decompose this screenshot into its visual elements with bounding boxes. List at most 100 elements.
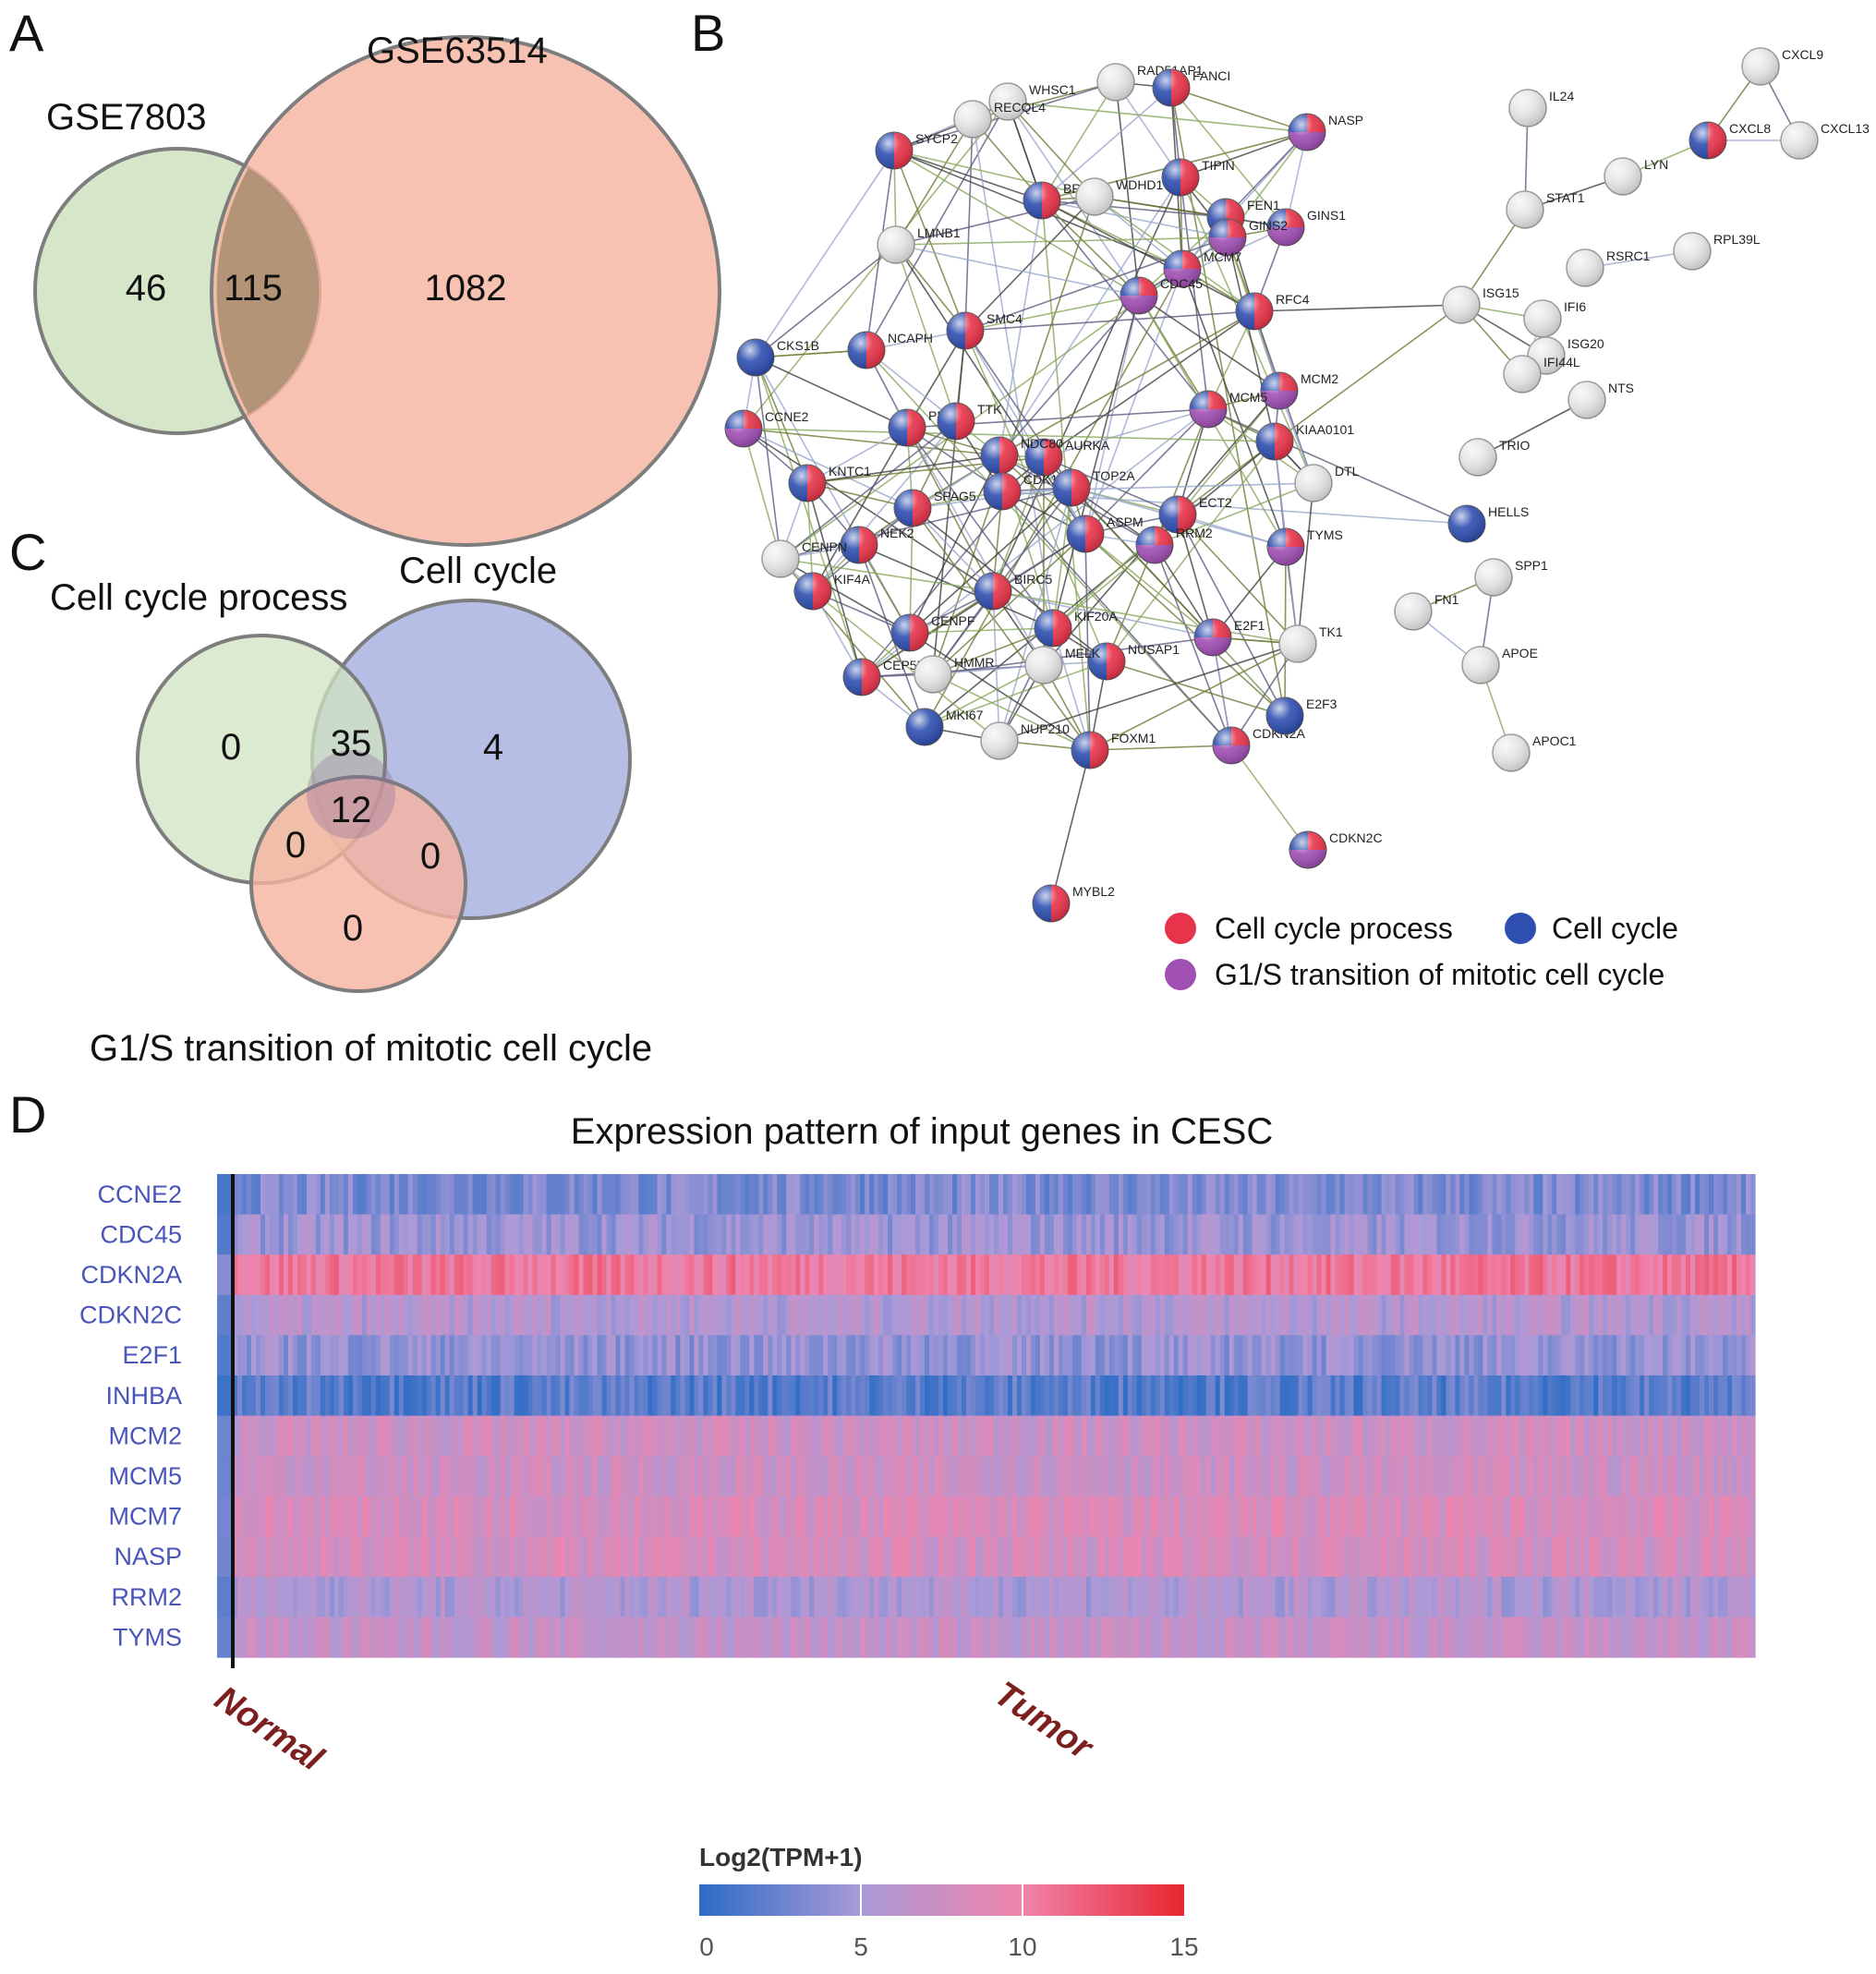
heatmap-cell bbox=[430, 1617, 437, 1658]
heatmap-cell bbox=[652, 1536, 659, 1578]
heatmap-cell bbox=[1570, 1335, 1576, 1376]
heatmap-cell bbox=[735, 1617, 741, 1658]
heatmap-cell bbox=[384, 1536, 391, 1578]
heatmap-cell bbox=[1182, 1536, 1189, 1578]
heatmap-cell bbox=[370, 1456, 377, 1497]
heatmap-cell bbox=[754, 1335, 759, 1376]
heatmap-cell bbox=[795, 1415, 801, 1457]
heatmap-cell bbox=[708, 1174, 713, 1216]
heatmap-cell bbox=[1196, 1577, 1203, 1618]
heatmap-cell bbox=[1233, 1536, 1240, 1578]
heatmap-cell bbox=[994, 1254, 999, 1296]
heatmap-cell bbox=[1367, 1214, 1374, 1255]
heatmap-cell bbox=[869, 1294, 875, 1336]
heatmap-cell bbox=[994, 1456, 999, 1497]
heatmap-cell bbox=[260, 1415, 266, 1457]
heatmap-cell bbox=[1136, 1174, 1143, 1216]
heatmap-cell bbox=[948, 1617, 953, 1658]
heatmap-cell bbox=[638, 1375, 645, 1417]
heatmap-cell bbox=[952, 1214, 958, 1255]
heatmap-cell bbox=[925, 1415, 930, 1457]
heatmap-cell bbox=[1058, 1456, 1064, 1497]
heatmap-cell bbox=[537, 1375, 543, 1417]
heatmap-cell bbox=[1616, 1214, 1622, 1255]
heatmap-cell bbox=[708, 1294, 713, 1336]
heatmap-cell bbox=[398, 1335, 405, 1376]
heatmap-cell bbox=[1238, 1577, 1244, 1618]
heatmap-cell bbox=[1566, 1617, 1571, 1658]
heatmap-cell bbox=[925, 1335, 930, 1376]
heatmap-cell bbox=[1164, 1496, 1170, 1537]
gene-label-mcm5: MCM5 bbox=[109, 1462, 183, 1490]
heatmap-cell bbox=[537, 1254, 543, 1296]
heatmap-cell bbox=[1150, 1415, 1156, 1457]
heatmap-cell bbox=[675, 1456, 682, 1497]
heatmap-cell bbox=[837, 1294, 842, 1336]
heatmap-cell bbox=[1515, 1335, 1520, 1376]
heatmap-cell bbox=[1173, 1577, 1180, 1618]
heatmap-cell bbox=[1108, 1214, 1115, 1255]
network-edge bbox=[1138, 226, 1287, 297]
heatmap-cell bbox=[1589, 1577, 1594, 1618]
node-label: E2F1 bbox=[1234, 618, 1265, 633]
heatmap-cell bbox=[1302, 1214, 1309, 1255]
heatmap-cell bbox=[398, 1174, 405, 1216]
heatmap-cell bbox=[1635, 1375, 1640, 1417]
heatmap-cell bbox=[1395, 1174, 1401, 1216]
heatmap-cell bbox=[818, 1254, 824, 1296]
heatmap-cell bbox=[837, 1617, 842, 1658]
node-kiaa0101: KIAA0101 bbox=[1255, 422, 1354, 461]
heatmap-cell bbox=[532, 1456, 539, 1497]
heatmap-cell bbox=[1487, 1335, 1493, 1376]
heatmap-cell bbox=[643, 1294, 649, 1336]
heatmap-cell bbox=[1459, 1294, 1465, 1336]
heatmap-cell bbox=[246, 1294, 252, 1336]
heatmap-cell bbox=[269, 1375, 275, 1417]
heatmap-cell bbox=[514, 1415, 520, 1457]
heatmap-cell bbox=[527, 1335, 534, 1376]
heatmap-cell bbox=[1519, 1496, 1525, 1537]
heatmap-cell bbox=[1635, 1294, 1640, 1336]
heatmap-cell bbox=[1316, 1536, 1323, 1578]
heatmap-cell bbox=[1473, 1415, 1479, 1457]
heatmap-cell bbox=[684, 1214, 690, 1255]
heatmap-cell bbox=[250, 1415, 257, 1457]
heatmap-cell bbox=[287, 1456, 294, 1497]
heatmap-cell bbox=[412, 1375, 418, 1417]
heatmap-cell bbox=[754, 1415, 759, 1457]
heatmap-cell bbox=[1653, 1294, 1659, 1336]
heatmap-cell bbox=[1395, 1335, 1401, 1376]
node-label: CDC45 bbox=[1160, 276, 1203, 291]
heatmap-cell bbox=[601, 1415, 608, 1457]
heatmap-cell bbox=[1173, 1375, 1180, 1417]
heatmap-cell bbox=[906, 1536, 912, 1578]
heatmap-cell bbox=[1289, 1335, 1295, 1376]
heatmap-cell bbox=[1704, 1294, 1710, 1336]
heatmap-cell bbox=[800, 1375, 805, 1417]
heatmap-cell bbox=[772, 1254, 778, 1296]
heatmap-cell bbox=[1081, 1617, 1087, 1658]
heatmap-cell bbox=[1062, 1415, 1069, 1457]
heatmap-cell bbox=[763, 1415, 769, 1457]
heatmap-cell bbox=[233, 1375, 238, 1417]
heatmap-cell bbox=[906, 1415, 912, 1457]
heatmap-cell bbox=[306, 1254, 312, 1296]
heatmap-cell bbox=[1658, 1174, 1664, 1216]
heatmap-cell bbox=[1035, 1375, 1041, 1417]
heatmap-cell bbox=[1593, 1415, 1599, 1457]
legend-red-dot bbox=[1165, 913, 1196, 944]
heatmap-cell bbox=[611, 1335, 617, 1376]
heatmap-cell bbox=[421, 1335, 428, 1376]
heatmap-cell bbox=[749, 1375, 755, 1417]
heatmap-cell bbox=[269, 1577, 275, 1618]
heatmap-cell bbox=[694, 1617, 699, 1658]
heatmap-cell bbox=[998, 1335, 1004, 1376]
heatmap-cell bbox=[495, 1577, 502, 1618]
heatmap-cell bbox=[315, 1577, 321, 1618]
heatmap-cell bbox=[1718, 1174, 1724, 1216]
heatmap-cell bbox=[264, 1415, 271, 1457]
heatmap-cell bbox=[1418, 1335, 1424, 1376]
heatmap-cell bbox=[1723, 1496, 1728, 1537]
heatmap-cell bbox=[333, 1375, 340, 1417]
network-edge bbox=[924, 441, 1276, 728]
